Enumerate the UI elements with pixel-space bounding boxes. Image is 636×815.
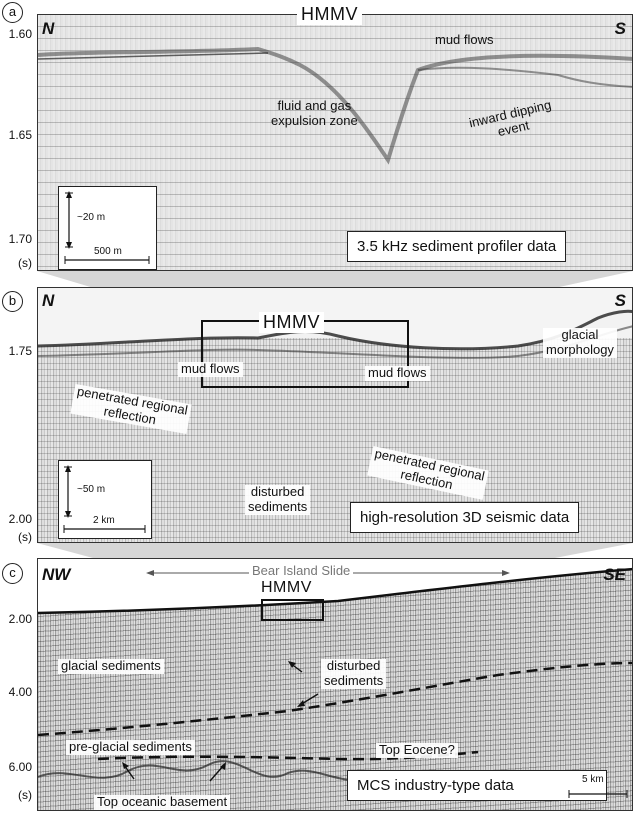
panel-c-zoom-rect [261,599,324,621]
panel-a-scale-horizontal: 500 m [94,246,122,257]
panel-a-profile: N S mud flows fluid and gas expulsion zo… [37,14,633,271]
panel-c-dir-right: SE [603,565,626,584]
panel-a-mud-flows: mud flows [435,32,494,47]
panel-b-scale-horizontal: 2 km [93,515,115,526]
panel-c-title: HMMV [261,579,312,596]
panel-a-ytick-3: 1.70 [8,232,32,246]
panel-c-yunit: (s) [18,788,32,802]
panel-a-seafloor [38,46,632,165]
panel-a-yunit: (s) [18,256,32,270]
panel-b-ytick-2: 2.00 [8,512,32,526]
panel-c-letter: c [2,563,23,584]
panel-c-disturbed-line2: sediments [324,672,384,688]
panel-c-top-eocene: Top Eocene? [376,742,458,758]
panel-c-mcs: NW SE Bear Island Slide HMMV glacial sed… [37,558,633,811]
panel-b-dir-right: S [614,291,626,310]
panel-c-scale-bar [568,790,628,798]
panel-b-data-label: high-resolution 3D seismic data [350,502,580,533]
panel-a-title: HMMV [297,4,362,25]
panel-c-disturbed-label: disturbed sediments [321,658,387,689]
panel-b-scale-box: ~50 m 2 km [58,460,152,539]
panel-b-glacial-line1: glacial [561,327,599,342]
panel-c-dir-left: NW [42,565,71,584]
panel-b-seismic: N S HMMV mud flows mud flows glacial mor… [37,287,633,543]
panel-c-pre-glacial: pre-glacial sediments [66,739,195,755]
panel-a-fluid-gas-label: fluid and gas expulsion zone [271,98,358,129]
panel-c-disturbed-line1: disturbed [326,658,381,673]
panel-b-letter: b [2,291,23,312]
panel-b-yunit: (s) [18,530,32,544]
panel-c-glacial-sediments: glacial sediments [58,658,164,674]
panel-c-data-label: MCS industry-type data [347,770,607,801]
panel-c-ytick-2: 4.00 [8,685,32,699]
panel-b-scale-vertical: ~50 m [77,484,106,495]
panel-a-scale-box: ~20 m 500 m [58,186,157,270]
panel-b-glacial-line2: morphology [546,341,614,357]
panel-b-mud-flows-right: mud flows [365,365,430,381]
panel-b-scale-bars [63,465,146,533]
panel-b-disturbed-line1: disturbed [250,484,305,499]
panel-a-scale-vertical: ~20 m [77,212,106,223]
panel-a-fluid-gas-line1: fluid and gas [277,98,352,113]
panel-b-mud-flows-left: mud flows [178,361,243,377]
panel-b-seafloor [38,288,632,388]
panel-a-dir-right: S [614,19,626,38]
panel-b-dir-left: N [42,291,55,310]
panel-a-ytick-2: 1.65 [8,128,32,142]
panel-a-ytick-1: 1.60 [8,27,32,41]
panel-b-title: HMMV [259,312,324,333]
panel-c-ytick-3: 6.00 [8,760,32,774]
panel-c-ytick-1: 2.00 [8,612,32,626]
panel-c-base-glacial-line [38,661,632,737]
panel-c-top-oceanic: Top oceanic basement [94,794,231,810]
panel-b-disturbed-line2: sediments [248,498,308,514]
panel-b-disturbed-label: disturbed sediments [245,484,311,515]
panel-c-slide-label: Bear Island Slide [249,563,354,579]
panel-a-dir-left: N [42,19,55,38]
panel-c-top-eocene-line [97,750,479,761]
panel-b-glacial-label: glacial morphology [543,327,617,358]
panel-a-letter: a [2,2,23,23]
panel-a-data-label: 3.5 kHz sediment profiler data [347,231,567,262]
panel-a-scale-bars [64,191,150,264]
panel-b-ytick-1: 1.75 [8,344,32,358]
panel-a-fluid-gas-line2: expulsion zone [271,112,358,128]
panel-c-scale-horizontal: 5 km [582,774,604,785]
